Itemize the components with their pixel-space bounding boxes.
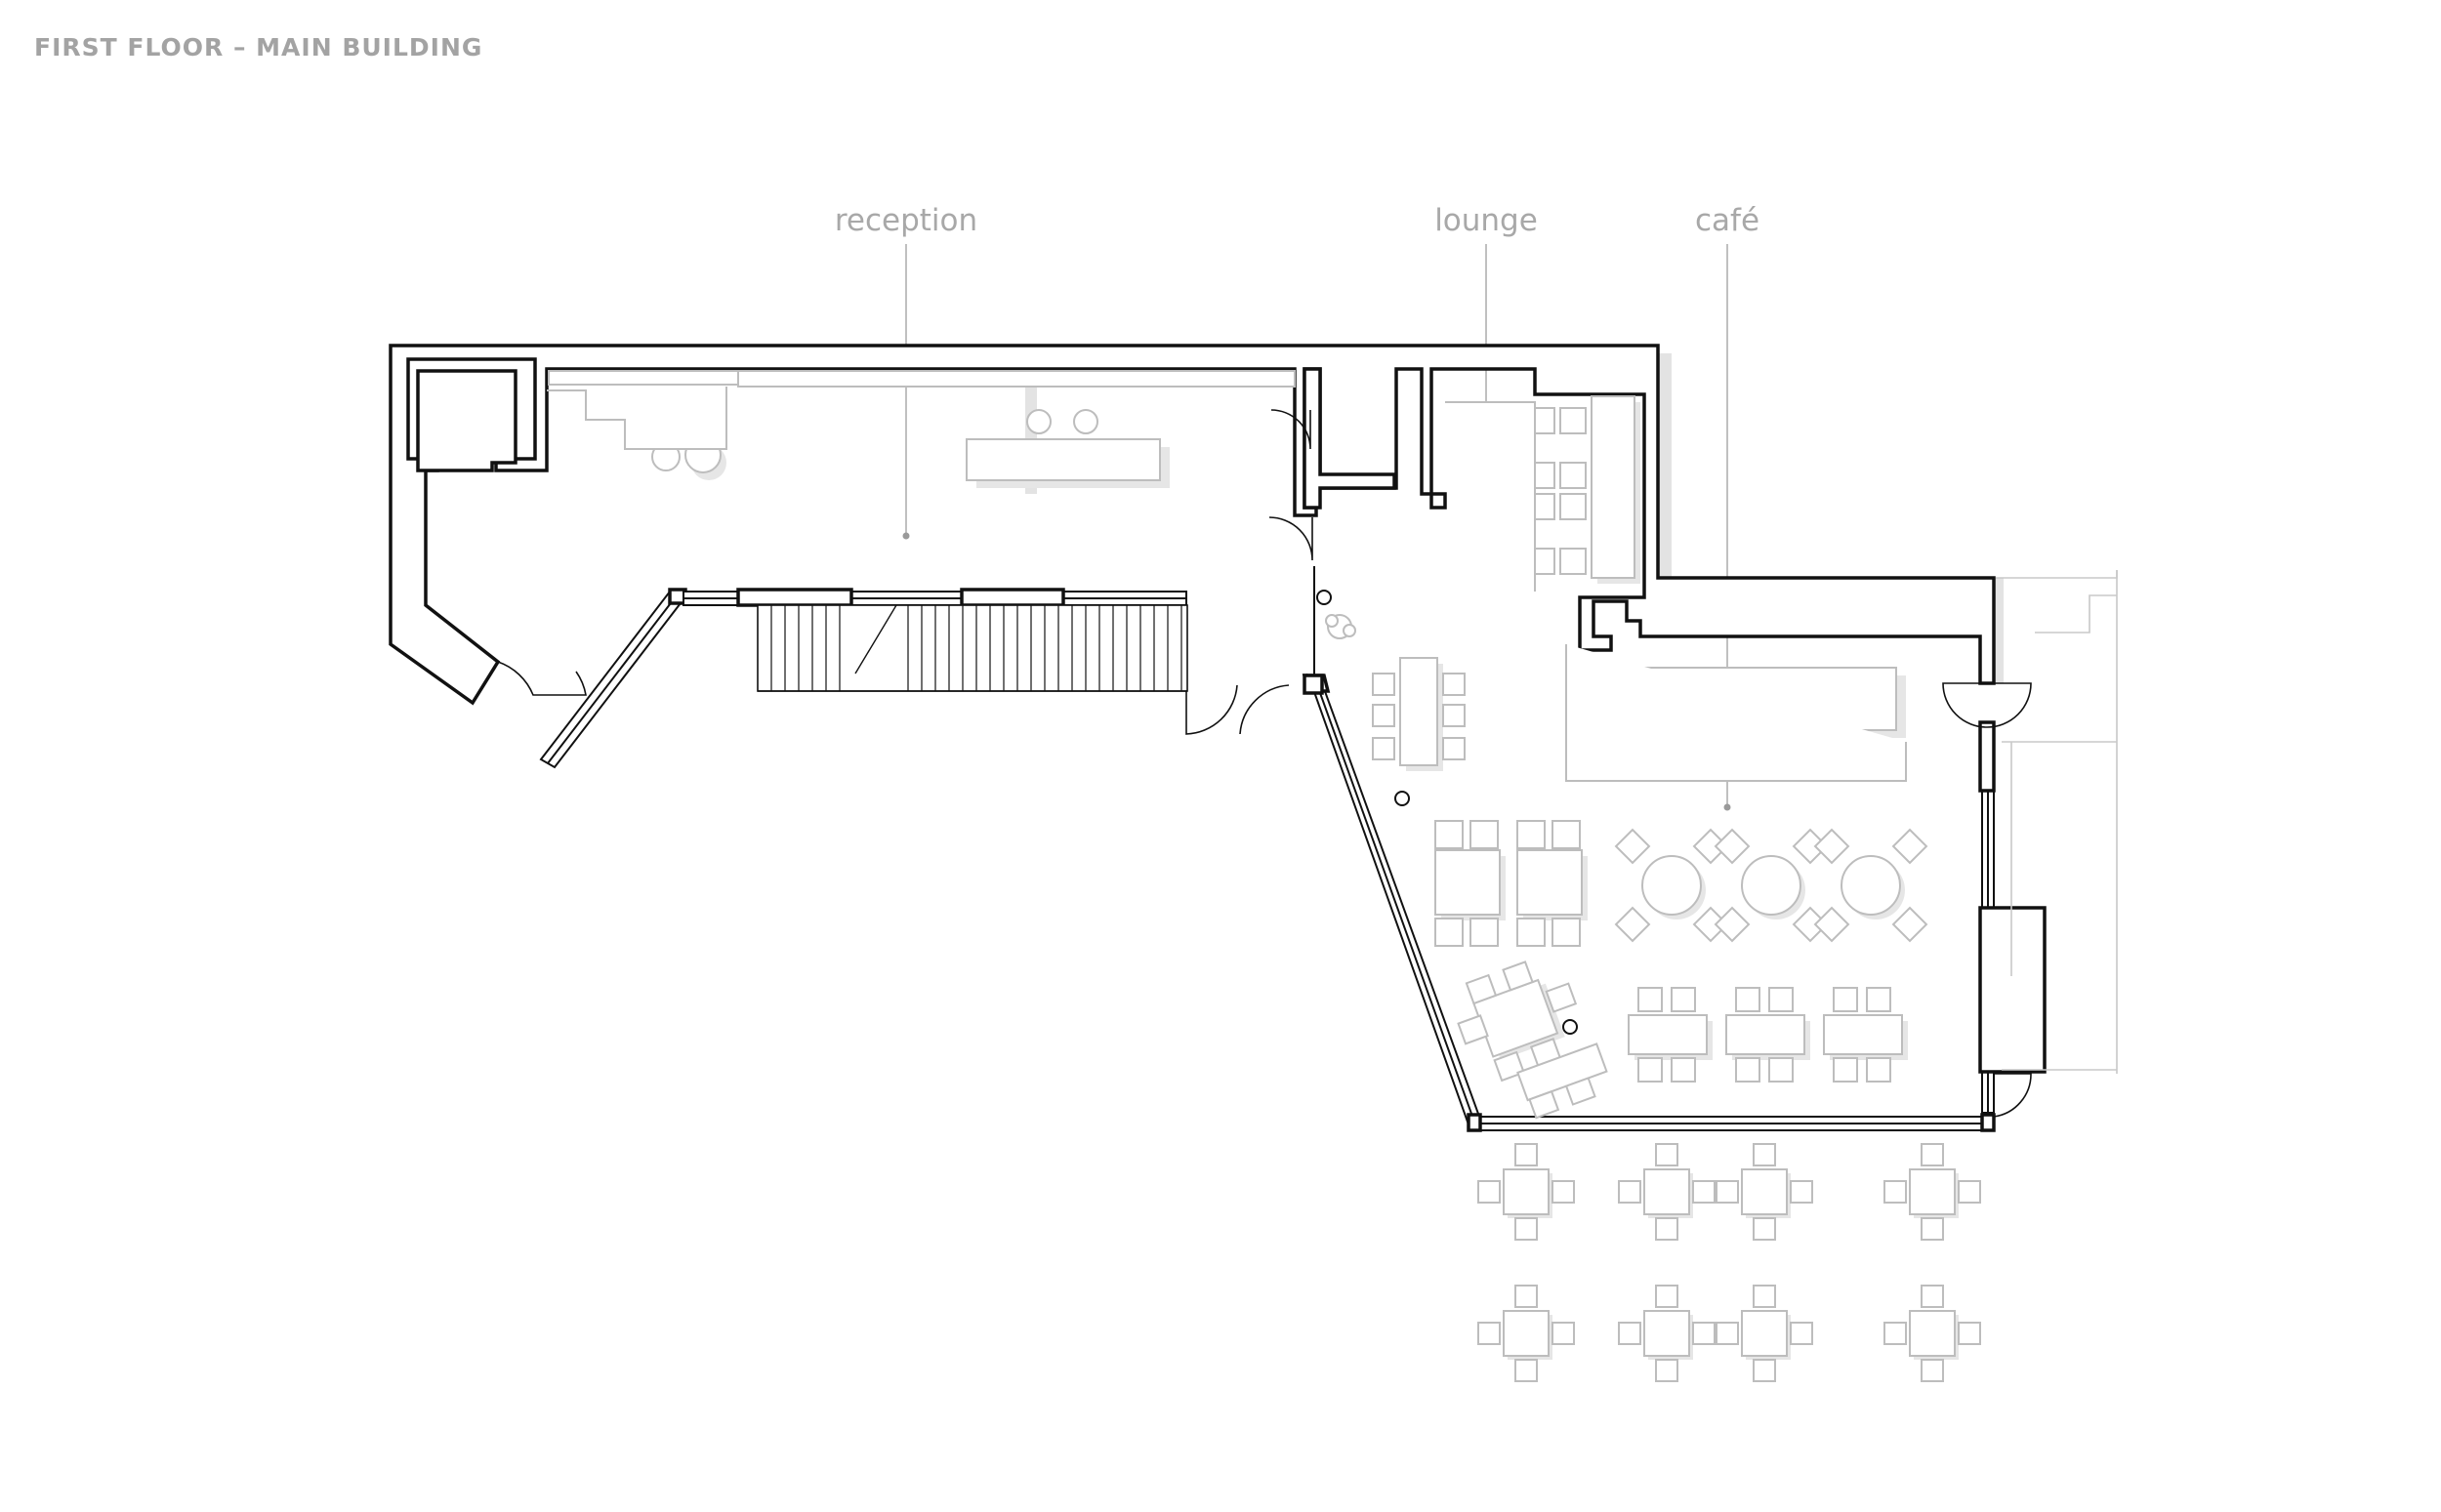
staircase xyxy=(757,604,1188,692)
round-table xyxy=(1714,828,1829,943)
terrace-table xyxy=(1716,1285,1813,1382)
room-label-cafe: café xyxy=(1695,203,1759,238)
doors xyxy=(497,409,2032,1118)
bar-back-counter xyxy=(1565,644,1907,782)
room-label-group-reception: reception xyxy=(835,203,977,540)
lounge-furniture xyxy=(1445,395,1640,592)
lounge-seats xyxy=(1528,407,1587,575)
bench xyxy=(548,370,745,386)
north-counter xyxy=(737,370,1296,388)
door-cafe-east xyxy=(1942,682,2032,728)
table-4-seat xyxy=(1434,820,1506,947)
reception-furniture xyxy=(547,370,1296,488)
door-reception-south-2 xyxy=(1239,684,1290,735)
terrace-tables xyxy=(1477,1143,1981,1382)
leader-dot-reception xyxy=(902,532,910,540)
door-entrance-west xyxy=(497,661,587,696)
wall-outer-north xyxy=(389,344,1996,706)
table-4-seat-row xyxy=(1628,987,1713,1083)
long-table xyxy=(1372,657,1466,771)
lounge-sofa xyxy=(1591,395,1635,579)
round-table xyxy=(1614,828,1729,943)
built-in-shelf xyxy=(547,387,727,450)
terrace-table xyxy=(1618,1143,1716,1241)
plant-icon xyxy=(1325,614,1356,639)
reception-desk xyxy=(966,438,1161,481)
round-table xyxy=(1813,828,1928,943)
cafe-bar xyxy=(1565,644,1907,782)
room-label-lounge: lounge xyxy=(1434,203,1538,238)
door-reception-cafe xyxy=(1268,516,1313,561)
room-label-reception: reception xyxy=(835,203,977,238)
door-reception-south-1 xyxy=(1185,605,1238,735)
columns xyxy=(1316,590,1578,1035)
door-cafe-southeast xyxy=(1993,1073,2032,1118)
reception-south-glazing xyxy=(539,588,687,769)
terrace-table xyxy=(1477,1143,1575,1241)
terrace-table xyxy=(1716,1143,1813,1241)
terrace-table xyxy=(1883,1285,1981,1382)
cafe-east-wall xyxy=(1978,720,2047,1114)
east-terrace xyxy=(1996,570,2118,1074)
table-4-seat-row xyxy=(1725,987,1810,1083)
reception-chair xyxy=(1073,409,1098,434)
door-wc xyxy=(1270,409,1311,450)
terrace-table xyxy=(1477,1285,1575,1382)
wall-west-return xyxy=(416,369,517,472)
cafe-tables xyxy=(1372,657,1928,1120)
table-4-seat xyxy=(1516,820,1588,947)
lounge-partition xyxy=(1445,401,1536,592)
sheet-title: FIRST FLOOR – MAIN BUILDING xyxy=(34,33,483,61)
reception-chair xyxy=(1026,409,1052,434)
wall-wc xyxy=(1303,367,1396,510)
leader-dot-cafe xyxy=(1723,803,1731,811)
terrace-table xyxy=(1618,1285,1716,1382)
table-cluster xyxy=(1457,960,1608,1120)
table-4-seat-row xyxy=(1823,987,1908,1083)
reception-south-wall xyxy=(683,588,1187,607)
pillar-stair xyxy=(1303,674,1324,695)
terrace-table xyxy=(1883,1143,1981,1241)
walls xyxy=(389,344,2047,1132)
cafe-south-glazing xyxy=(1467,1113,1996,1132)
